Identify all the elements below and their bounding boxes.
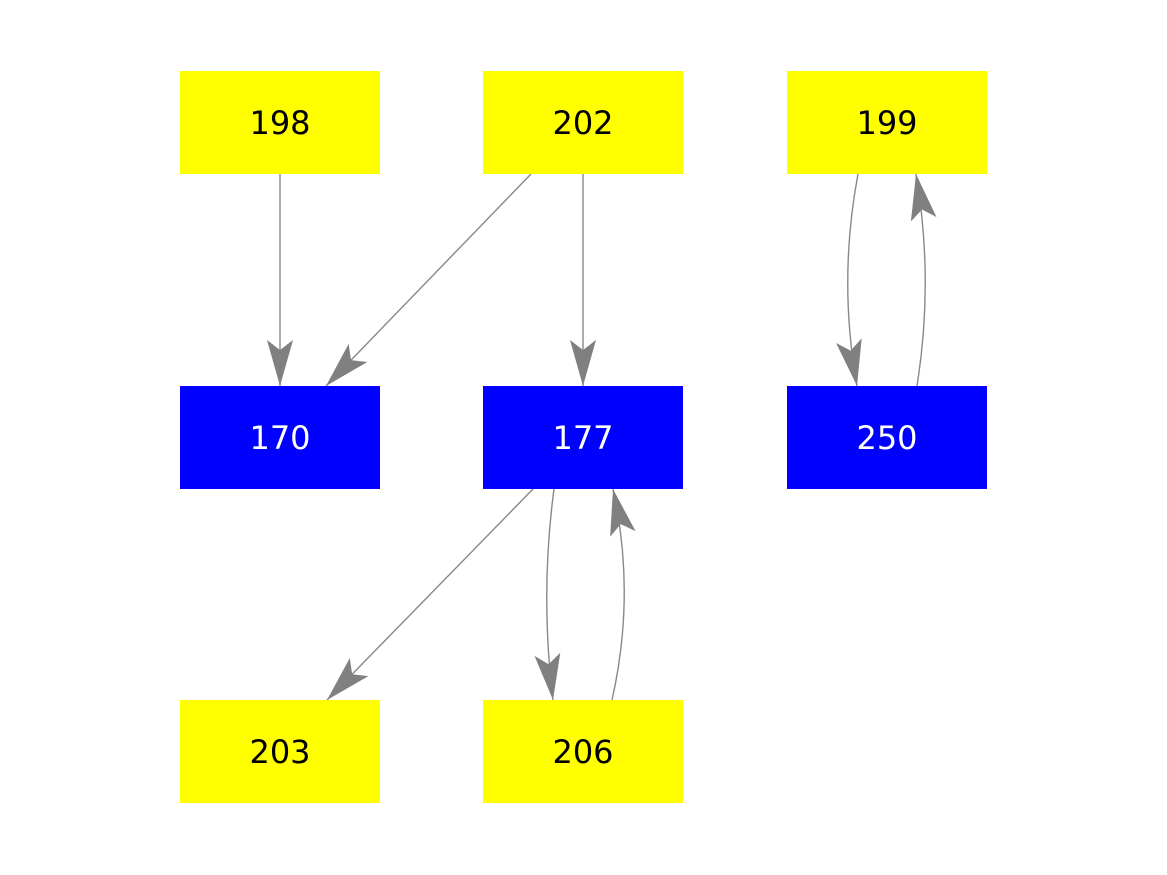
node-label-198: 198 [249, 104, 310, 142]
node-198: 198 [180, 71, 380, 174]
node-206: 206 [483, 700, 683, 803]
node-rect-250 [787, 386, 987, 489]
node-250: 250 [787, 386, 987, 489]
edge-202-170 [325, 173, 532, 387]
node-label-170: 170 [249, 419, 310, 457]
node-label-206: 206 [552, 733, 613, 771]
arrowhead-202-170 [326, 343, 368, 386]
arrowhead-177-206 [534, 652, 561, 700]
node-label-177: 177 [552, 419, 613, 457]
node-rect-202 [483, 71, 683, 174]
arrowhead-198-170 [267, 340, 293, 386]
nodes-layer: 198 202 199 170 177 250 203 206 [180, 71, 987, 803]
node-label-202: 202 [552, 104, 613, 142]
node-202: 202 [483, 71, 683, 174]
arrowhead-177-203 [327, 658, 369, 700]
node-label-203: 203 [249, 733, 310, 771]
node-rect-177 [483, 386, 683, 489]
arrowhead-250-199 [910, 174, 937, 222]
arrowhead-206-177 [610, 489, 636, 537]
node-label-199: 199 [856, 104, 917, 142]
node-177: 177 [483, 386, 683, 489]
node-rect-206 [483, 700, 683, 803]
node-199: 199 [787, 71, 987, 174]
node-label-250: 250 [856, 419, 917, 457]
edge-177-203 [326, 488, 534, 701]
node-rect-199 [787, 71, 987, 174]
node-203: 203 [180, 700, 380, 803]
arrowhead-202-177 [570, 340, 596, 386]
node-170: 170 [180, 386, 380, 489]
node-rect-203 [180, 700, 380, 803]
node-rect-198 [180, 71, 380, 174]
arrowhead-199-250 [836, 338, 862, 386]
node-rect-170 [180, 386, 380, 489]
edges-layer [267, 173, 937, 701]
